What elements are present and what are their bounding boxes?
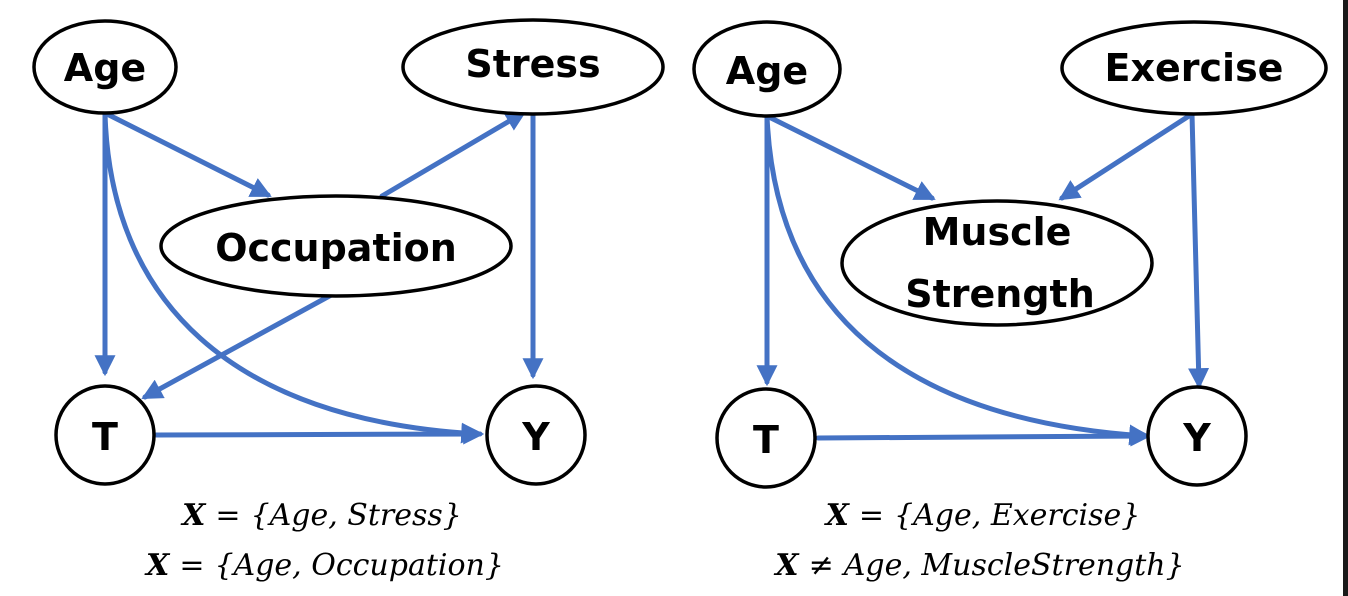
formula-left-2: X={Age, Occupation}	[144, 548, 504, 583]
edge-age-y	[102, 110, 483, 444]
edge-occupation-stress	[379, 110, 527, 199]
node-occupation	[159, 194, 513, 298]
formula-right-1: X={Age, Exercise}	[824, 498, 1141, 533]
node-y	[485, 384, 587, 486]
edge-exercise-muscle	[1058, 111, 1195, 201]
edge-t-y	[153, 423, 485, 445]
node-muscle-label-2: Strength	[905, 272, 1095, 316]
node-muscle-strength	[840, 199, 1154, 327]
edge-occupation-t	[141, 291, 336, 400]
edge-t-y	[815, 425, 1152, 447]
node-occupation-label: Occupation	[215, 226, 457, 270]
edge-age-y	[764, 113, 1151, 446]
right-border	[1343, 0, 1348, 596]
node-age	[32, 19, 178, 115]
node-age-label: Age	[64, 46, 146, 90]
node-y-label: Y	[521, 415, 550, 459]
node-t	[54, 384, 156, 486]
node-t-label: T	[92, 415, 118, 459]
left-diagram: Age Stress Occupation T Y X={Age, Stress…	[32, 18, 665, 583]
edge-exercise-y	[1188, 111, 1210, 390]
node-t-label: T	[753, 418, 779, 462]
node-stress	[401, 18, 665, 116]
formula-left-1: X={Age, Stress}	[180, 498, 462, 533]
node-age-label: Age	[726, 49, 808, 93]
node-exercise	[1060, 20, 1328, 116]
formula-right-2: X≠Age, MuscleStrength}	[773, 548, 1184, 583]
edge-age-muscle	[764, 113, 936, 201]
node-muscle-label-1: Muscle	[923, 210, 1072, 254]
right-diagram: Age Exercise Muscle Strength T Y X={Age,…	[692, 20, 1328, 583]
node-stress-label: Stress	[465, 42, 600, 86]
node-exercise-label: Exercise	[1105, 46, 1284, 90]
node-y	[1146, 385, 1248, 487]
node-age	[692, 20, 842, 118]
edge-age-occupation	[102, 110, 272, 198]
node-y-label: Y	[1182, 416, 1211, 460]
node-t	[715, 387, 817, 489]
